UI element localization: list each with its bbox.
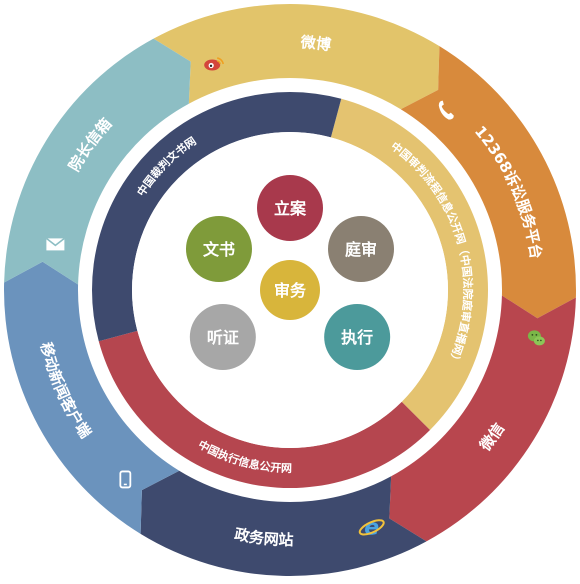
node-circle — [324, 304, 391, 371]
node-circle — [260, 260, 320, 320]
node-label: 文书 — [203, 240, 235, 259]
middle-ring — [92, 92, 489, 489]
outer-segment-wechat — [389, 295, 576, 542]
node-circle — [257, 175, 323, 241]
outer-label-weibo: 微博 — [299, 33, 332, 54]
outer-icons: e — [45, 57, 545, 540]
center-nodes: 立案 庭审 执行 听证 文书 审务 — [185, 175, 395, 371]
ie-browser-icon: e — [358, 515, 385, 540]
node-case-filing: 立案 — [257, 175, 323, 241]
node-label: 听证 — [207, 328, 239, 347]
outer-segment-mobile-news-client — [4, 261, 180, 534]
node-court-affairs: 审务 — [260, 260, 320, 320]
node-circle — [328, 216, 395, 282]
node-label: 审务 — [274, 281, 307, 300]
weibo-icon — [204, 57, 224, 71]
mobile-phone-icon — [119, 470, 132, 489]
node-circle — [189, 304, 256, 371]
node-execution: 执行 — [324, 304, 391, 371]
node-hearing-evidence: 听证 — [189, 304, 256, 371]
node-label: 立案 — [274, 199, 307, 218]
svg-text:e: e — [364, 515, 379, 540]
node-label: 庭审 — [345, 240, 377, 259]
outer-segment-weibo — [153, 3, 440, 110]
middle-segment-execution-info-site — [98, 330, 431, 489]
node-circle — [185, 216, 252, 282]
phone-icon — [438, 100, 454, 120]
node-court-hearing: 庭审 — [328, 216, 395, 282]
middle-segment-trial-process-site — [330, 98, 489, 431]
node-documents: 文书 — [185, 216, 252, 282]
node-label: 执行 — [341, 328, 373, 347]
wechat-icon — [527, 330, 545, 346]
middle-segment-judgment-documents-site — [92, 92, 342, 342]
outer-segment-gov-website — [140, 470, 427, 577]
outer-segment-president-mailbox — [4, 38, 191, 285]
envelope-icon — [45, 237, 65, 251]
